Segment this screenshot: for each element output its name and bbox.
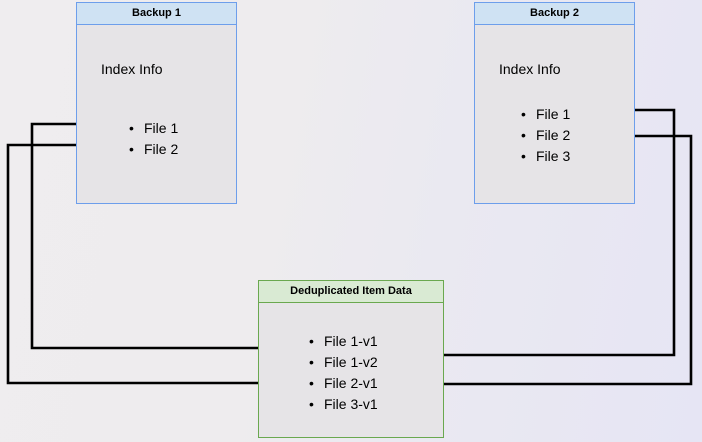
node-deduplicated-item-data-title: Deduplicated Item Data <box>259 281 443 303</box>
node-backup-1-body: Index Info File 1 File 2 <box>77 25 236 203</box>
list-item[interactable]: File 3 <box>519 146 570 167</box>
backup-2-file-list: File 1 File 2 File 3 <box>519 104 570 167</box>
node-backup-2-body: Index Info File 1 File 2 File 3 <box>475 25 634 203</box>
node-backup-1-title: Backup 1 <box>77 3 236 25</box>
backup-1-file-list: File 1 File 2 <box>127 118 178 160</box>
node-deduplicated-item-data-body: File 1-v1 File 1-v2 File 2-v1 File 3-v1 <box>259 303 443 437</box>
node-deduplicated-item-data[interactable]: Deduplicated Item Data File 1-v1 File 1-… <box>258 280 444 438</box>
list-item[interactable]: File 1 <box>127 118 178 139</box>
list-item[interactable]: File 3-v1 <box>307 394 378 415</box>
list-item[interactable]: File 2-v1 <box>307 373 378 394</box>
backup-2-index-info-label: Index Info <box>499 61 561 77</box>
list-item[interactable]: File 2 <box>127 139 178 160</box>
dedup-file-list: File 1-v1 File 1-v2 File 2-v1 File 3-v1 <box>307 331 378 415</box>
node-backup-2[interactable]: Backup 2 Index Info File 1 File 2 File 3 <box>474 2 635 204</box>
list-item[interactable]: File 1-v1 <box>307 331 378 352</box>
node-backup-1[interactable]: Backup 1 Index Info File 1 File 2 <box>76 2 237 204</box>
list-item[interactable]: File 1-v2 <box>307 352 378 373</box>
node-backup-2-title: Backup 2 <box>475 3 634 25</box>
list-item[interactable]: File 1 <box>519 104 570 125</box>
list-item[interactable]: File 2 <box>519 125 570 146</box>
backup-1-index-info-label: Index Info <box>101 61 163 77</box>
